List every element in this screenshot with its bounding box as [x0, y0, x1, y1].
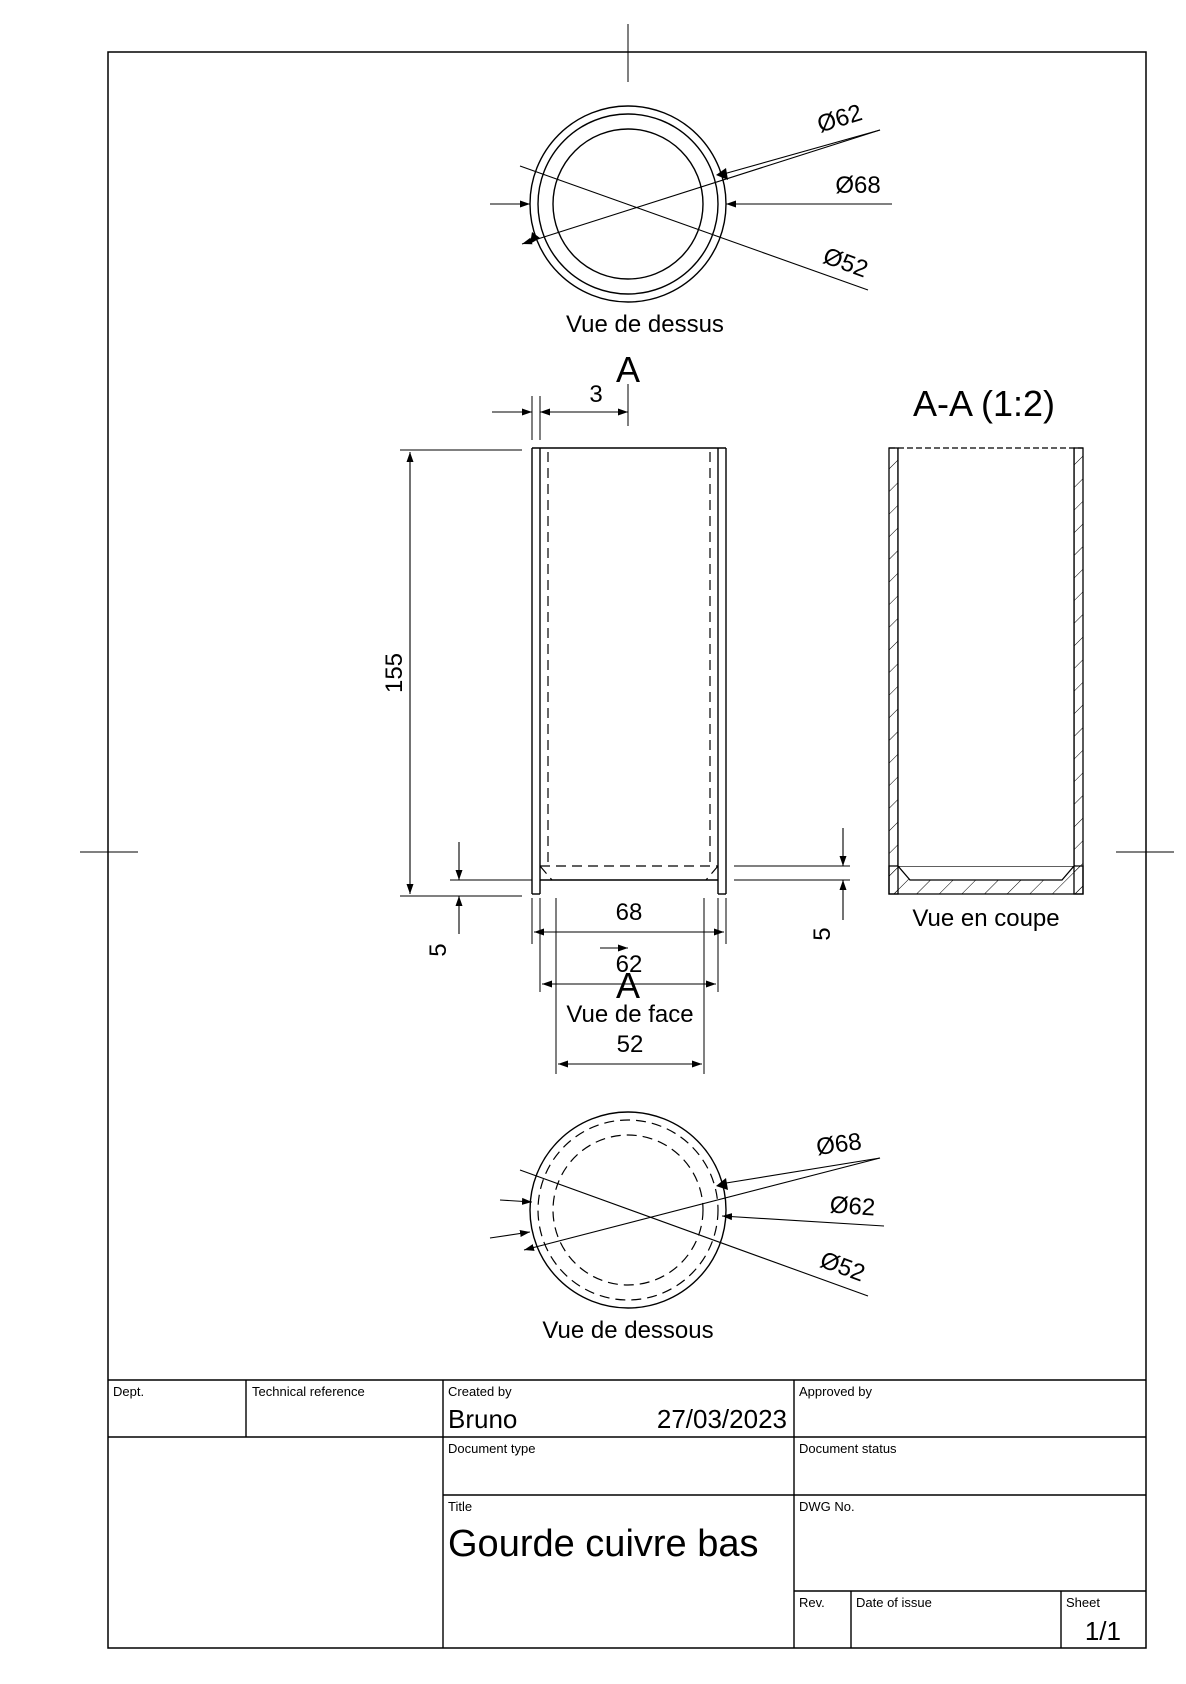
dim-inner-52: 52 [617, 1031, 644, 1058]
bottom-dim-52: Ø52 [817, 1247, 869, 1288]
section-marker-bottom: A [616, 965, 640, 1006]
created-by-label: Created by [448, 1384, 512, 1399]
document-status-label: Document status [799, 1441, 897, 1456]
section-marker-top: A [616, 349, 640, 390]
rev-label: Rev. [799, 1595, 825, 1610]
top-view-label: Vue de dessus [566, 311, 724, 338]
tech-ref-label: Technical reference [252, 1384, 365, 1399]
dim-height-155: 155 [381, 653, 408, 693]
dim-wall-3: 3 [589, 381, 602, 408]
front-view: A A 3 155 5 5 68 62 Vue de face 52 [381, 349, 850, 1074]
created-date-value: 27/03/2023 [657, 1404, 787, 1434]
section-title: A-A (1:2) [913, 383, 1055, 424]
bottom-dim-62: Ø62 [829, 1191, 876, 1221]
title-block: Dept. Technical reference Created by Bru… [108, 1379, 1146, 1648]
title-label: Title [448, 1499, 472, 1514]
section-view: A-A (1:2) Vue en coupe [888, 383, 1084, 932]
bottom-view: Ø68 Ø62 Ø52 Vue de dessous [489, 1111, 885, 1344]
top-dim-68: Ø68 [835, 172, 880, 199]
created-by-value: Bruno [448, 1404, 517, 1434]
approved-by-label: Approved by [799, 1384, 872, 1399]
dim-outer-68: 68 [616, 899, 643, 926]
sheet-value: 1/1 [1085, 1616, 1121, 1646]
section-view-label: Vue en coupe [912, 905, 1059, 932]
sheet-label: Sheet [1066, 1595, 1100, 1610]
top-dim-52: Ø52 [820, 243, 872, 284]
drawing-title: Gourde cuivre bas [448, 1523, 759, 1565]
top-view: Ø62 Ø68 Ø52 Vue de dessus [490, 99, 892, 338]
front-view-label: Vue de face [566, 1001, 693, 1028]
bottom-dim-68: Ø68 [815, 1128, 864, 1161]
dwg-no-label: DWG No. [799, 1499, 855, 1514]
dim-base-right-5: 5 [809, 927, 836, 940]
dim-base-left-5: 5 [425, 943, 452, 956]
top-dim-62: Ø62 [814, 99, 865, 138]
bottom-view-label: Vue de dessous [542, 1317, 713, 1344]
date-of-issue-label: Date of issue [856, 1595, 932, 1610]
dept-label: Dept. [113, 1384, 144, 1399]
document-type-label: Document type [448, 1441, 535, 1456]
dim-mid-62: 62 [616, 951, 643, 978]
drawing-frame [80, 24, 1174, 1649]
